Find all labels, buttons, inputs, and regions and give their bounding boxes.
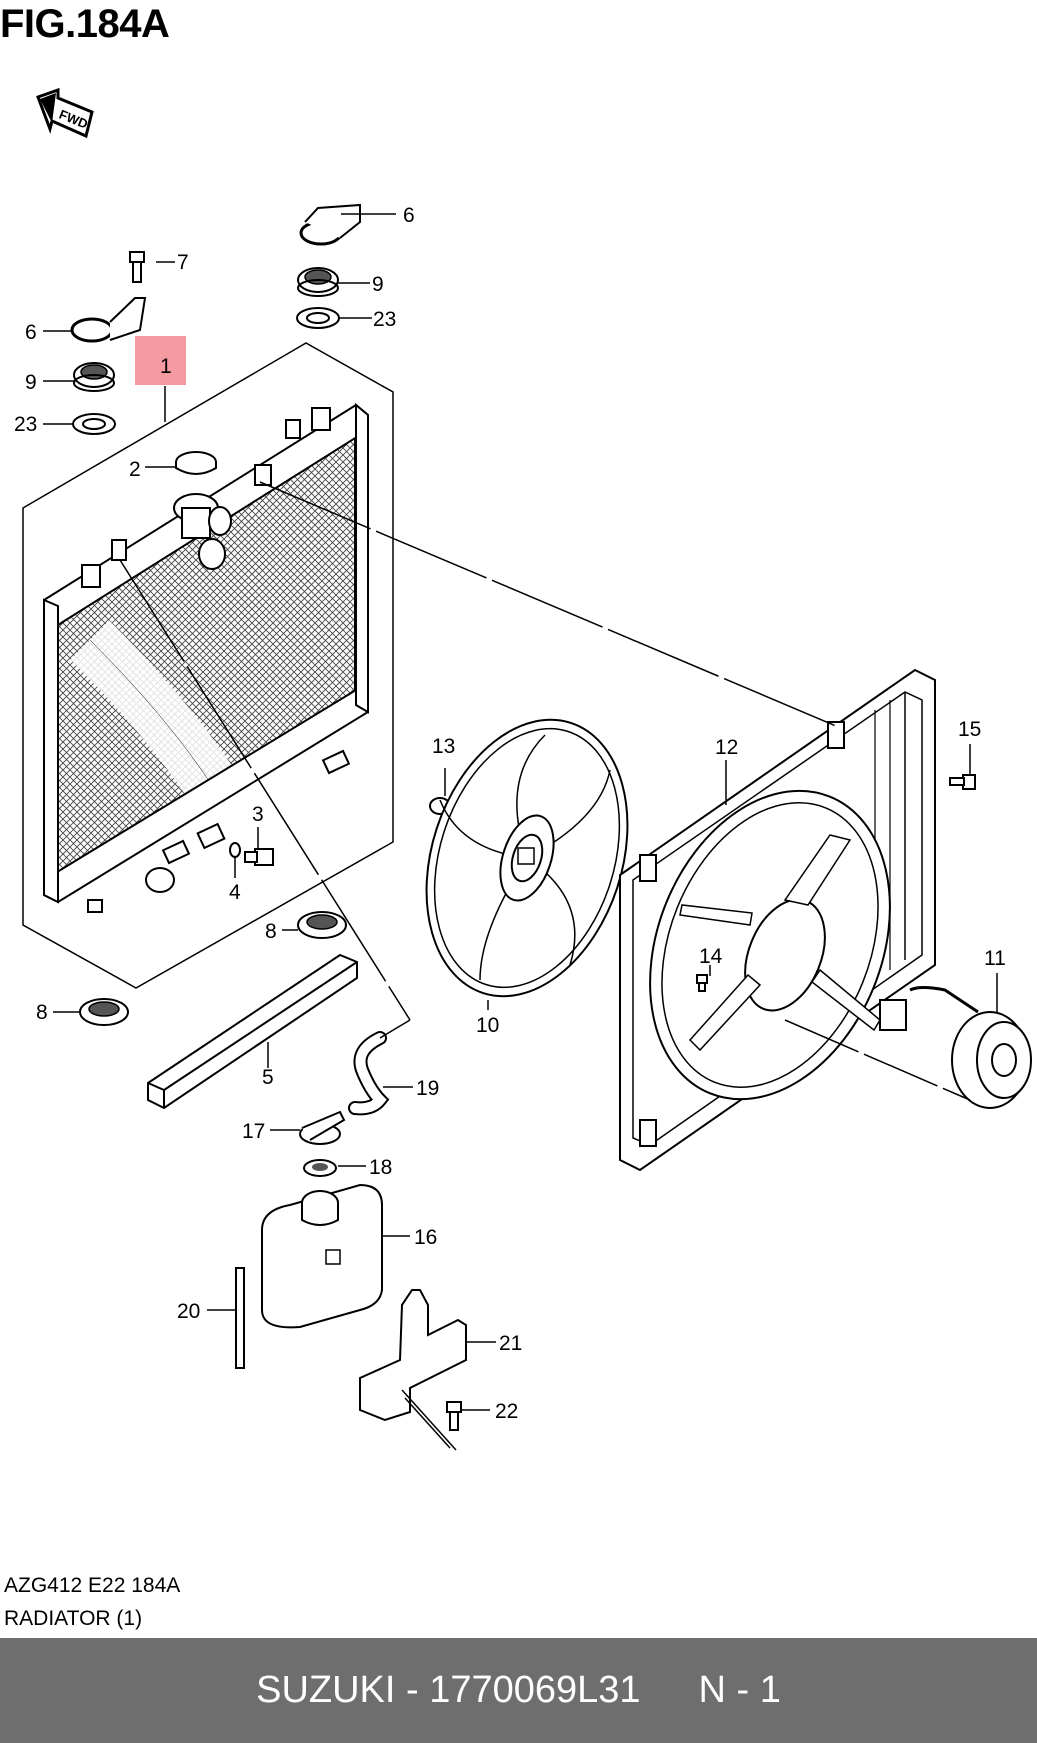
callout-22: 22 — [495, 1400, 518, 1423]
parts-diagram: FWD — [14, 87, 1032, 1451]
callout-2: 2 — [129, 458, 141, 481]
callout-23a: 23 — [14, 413, 37, 436]
callout-4: 4 — [229, 881, 241, 904]
bracket-6-left — [70, 297, 147, 343]
callout-5: 5 — [262, 1066, 274, 1089]
reservoir-cap-17 — [299, 1110, 346, 1145]
callout-23b: 23 — [373, 308, 396, 331]
screw-14 — [696, 974, 708, 992]
callout-1: 1 — [160, 355, 172, 378]
callout-7: 7 — [177, 251, 189, 274]
seal-18 — [303, 1159, 337, 1177]
callout-15: 15 — [958, 718, 981, 741]
callout-6b: 6 — [403, 204, 415, 227]
bolt-15 — [949, 774, 976, 790]
callout-9b: 9 — [372, 273, 384, 296]
callout-3: 3 — [252, 803, 264, 826]
drain-plug-3 — [244, 848, 274, 866]
washer-23-left — [72, 413, 116, 435]
callout-21: 21 — [499, 1332, 522, 1355]
figure-caption: RADIATOR (1) — [4, 1607, 143, 1630]
radiator-cap — [175, 451, 217, 475]
bolt-7 — [129, 251, 145, 283]
callout-20: 20 — [177, 1300, 200, 1323]
reservoir-tank-16 — [261, 1183, 383, 1329]
callout-13: 13 — [432, 735, 455, 758]
footer-part-number: SUZUKI - 1770069L31 — [256, 1669, 641, 1711]
callout-8b: 8 — [36, 1001, 48, 1024]
grommet-9-left — [73, 362, 115, 392]
callout-9a: 9 — [25, 371, 37, 394]
fan-shroud-12 — [619, 668, 936, 1172]
fwd-arrow-icon: FWD — [36, 87, 94, 139]
callout-1-highlight — [135, 336, 186, 385]
callout-11: 11 — [984, 947, 1006, 970]
cooling-fan-10 — [425, 718, 629, 998]
fan-motor-11 — [879, 986, 1032, 1109]
figure-code: AZG412 E22 184A — [4, 1574, 181, 1597]
bracket-6-right — [299, 203, 361, 246]
bolt-22 — [446, 1401, 462, 1431]
footer-page: N - 1 — [698, 1669, 781, 1711]
callout-6a: 6 — [25, 321, 37, 344]
callout-10: 10 — [476, 1014, 499, 1037]
callout-8a: 8 — [265, 920, 277, 943]
leader-lines — [43, 213, 998, 1451]
grommet-9-right — [297, 267, 339, 297]
callout-18: 18 — [369, 1156, 392, 1179]
callout-16: 16 — [414, 1226, 437, 1249]
bracket-21 — [359, 1289, 467, 1422]
radiator-core — [43, 402, 369, 913]
callout-12: 12 — [715, 736, 738, 759]
radiator-assembly-outline — [22, 342, 394, 989]
callout-17: 17 — [242, 1120, 265, 1143]
grommet-8-lower — [79, 998, 129, 1026]
callout-14: 14 — [699, 945, 723, 968]
tube-20 — [235, 1267, 245, 1369]
footer-bar: SUZUKI - 1770069L31 N - 1 — [0, 1638, 1037, 1743]
grommet-8-upper — [297, 911, 347, 939]
o-ring-4 — [229, 842, 241, 858]
figure-title: FIG.184A — [0, 2, 170, 46]
washer-23-right — [296, 307, 340, 329]
callout-19: 19 — [416, 1077, 439, 1100]
